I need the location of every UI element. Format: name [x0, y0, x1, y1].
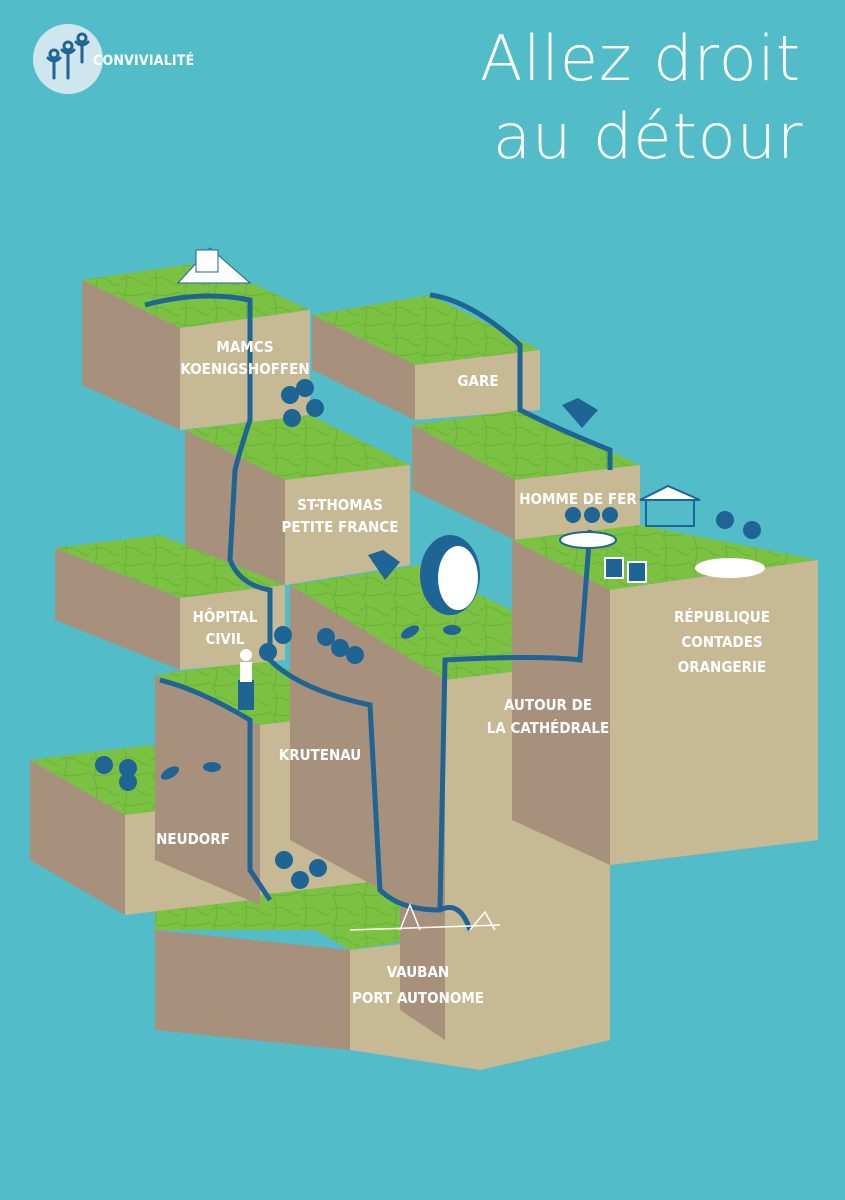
brand-name: CONVIVIALITÉ	[93, 53, 195, 69]
tree-icon	[95, 379, 761, 889]
label-neudorf: NEUDORF	[156, 830, 230, 848]
statue-icon	[238, 649, 254, 710]
pond-icon	[695, 558, 765, 578]
label-krutenau: KRUTENAU	[279, 746, 361, 764]
bridge-icon	[349, 902, 501, 931]
people-icon	[46, 32, 90, 80]
block-mamcs	[82, 262, 310, 430]
museum-icon	[176, 247, 252, 284]
cheese-wheel-icon	[420, 535, 480, 615]
poster-title-line-1: Allez droit	[480, 22, 802, 95]
label-homme-de-fer: HOMME DE FER	[519, 490, 637, 508]
label-gare: GARE	[457, 372, 498, 390]
block-gare	[312, 295, 540, 420]
book-icon	[368, 398, 598, 580]
block-republique	[512, 525, 818, 865]
poster-title-line-2: au détour	[493, 100, 804, 173]
baguette-icon	[160, 625, 461, 780]
chair-icon	[604, 557, 647, 583]
bandstand-icon	[559, 484, 701, 549]
block-hopital-civil	[55, 535, 285, 670]
